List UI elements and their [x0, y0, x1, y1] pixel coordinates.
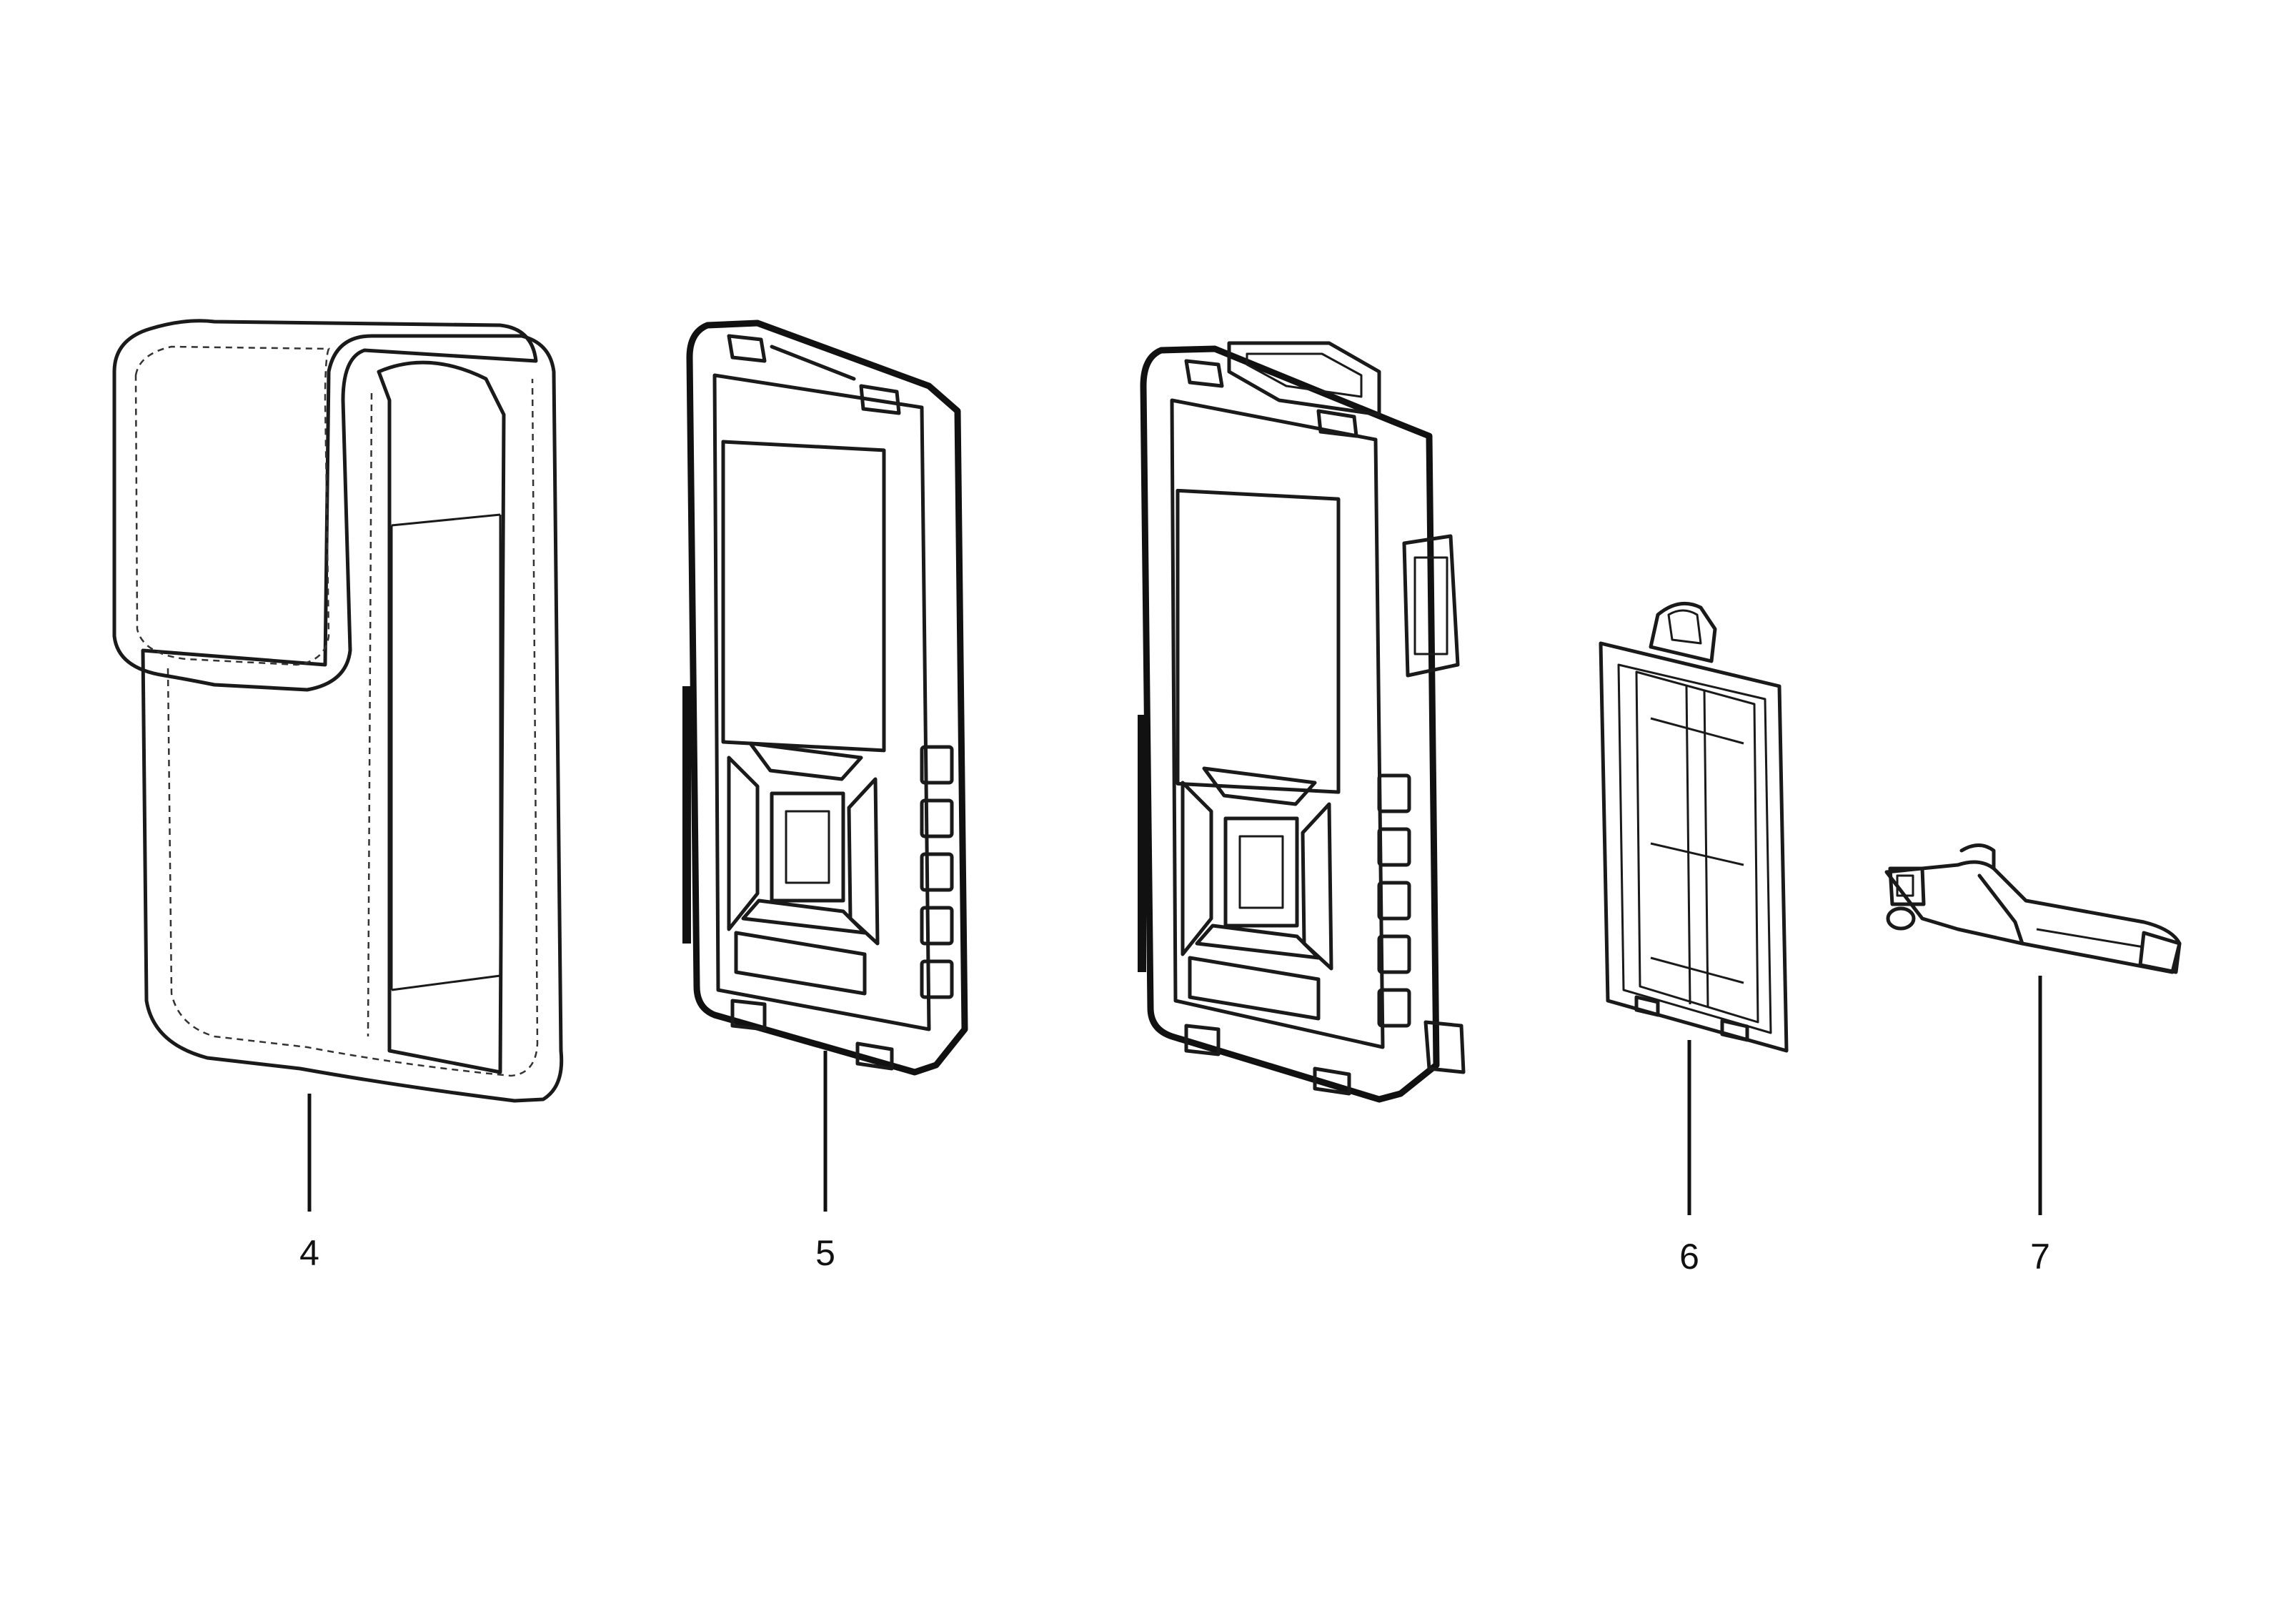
holster-shell [686, 320, 968, 1076]
holster-side-buttons [920, 745, 954, 999]
pouch-body [141, 334, 564, 1103]
device-side-latch [1402, 534, 1460, 678]
device-dpad [1181, 766, 1333, 971]
battery-cover-frame [1599, 641, 1789, 1053]
holster-screen-window [721, 440, 886, 753]
probe-tool [1884, 843, 2182, 974]
device-top-handle [1227, 341, 1381, 417]
device-side-buttons [1377, 773, 1411, 1028]
holster-with-device [1138, 341, 1466, 1103]
pouch-sleeve [377, 360, 506, 1074]
pouch-flap [112, 319, 538, 692]
device-holster-shell [1140, 345, 1440, 1103]
battery-cover-hinge [1649, 601, 1717, 663]
device-screen [1176, 488, 1341, 794]
battery-cover [1599, 601, 1789, 1053]
holster-bottom-button [734, 931, 867, 996]
protective-holster [682, 320, 968, 1076]
carrying-pouch [112, 319, 564, 1103]
holster-dpad [727, 741, 880, 946]
callout-7: 7 [2030, 1237, 2050, 1277]
callout-6: 6 [1679, 1237, 1699, 1277]
probe-tool-body [1884, 860, 2182, 974]
probe-tool-clamp [1888, 866, 1926, 906]
callout-4: 4 [299, 1233, 319, 1273]
callout-5: 5 [815, 1233, 835, 1273]
